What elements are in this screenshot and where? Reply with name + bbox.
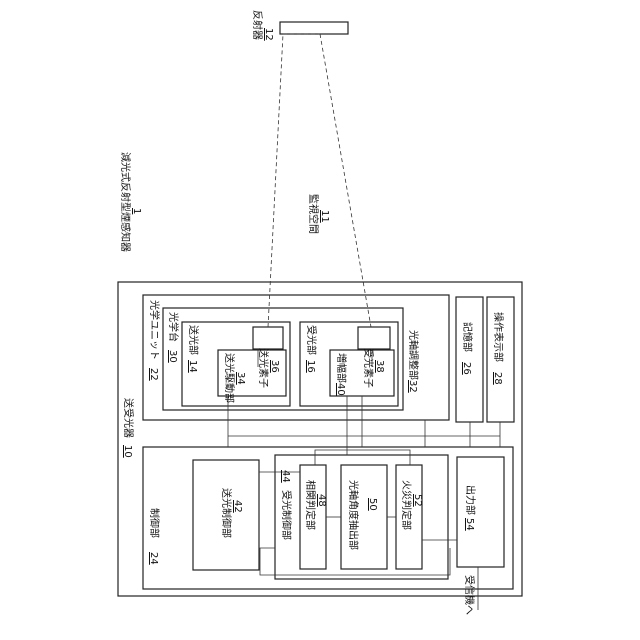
svg-text:増幅部: 増幅部: [335, 353, 348, 383]
reflector-label: 反射器 12: [251, 10, 274, 41]
angle-label: 光軸角度抽出部 50: [347, 480, 378, 550]
svg-text:14: 14: [187, 360, 198, 373]
panel-label: 操作表示部 28: [492, 312, 505, 385]
tx-label: 送光部 14: [187, 325, 200, 373]
svg-text:受光素子: 受光素子: [362, 348, 375, 388]
svg-text:24: 24: [148, 552, 159, 565]
beam-tx-out: [268, 34, 283, 327]
svg-text:光軸調整部: 光軸調整部: [407, 330, 420, 380]
svg-text:光軸角度抽出部: 光軸角度抽出部: [347, 480, 360, 550]
svg-text:38: 38: [374, 360, 385, 373]
rx-label: 受光部 16: [305, 325, 318, 373]
svg-text:11: 11: [319, 210, 330, 223]
svg-text:光学台: 光学台: [167, 312, 180, 342]
svg-text:受信機へ: 受信機へ: [463, 575, 476, 615]
svg-text:50: 50: [367, 498, 378, 511]
svg-text:54: 54: [464, 518, 475, 531]
amp-label: 増幅部 40: [335, 353, 348, 396]
svg-text:16: 16: [305, 360, 316, 373]
svg-text:光学ユニット: 光学ユニット: [148, 300, 161, 360]
svg-text:火災判定部: 火災判定部: [400, 480, 413, 530]
reflector-box: [280, 22, 348, 34]
tx-ctrl-label: 送光制御部 42: [220, 488, 243, 538]
title-label: 減光式反射型煙感知器 1: [119, 152, 142, 252]
svg-text:送光制御部: 送光制御部: [220, 488, 233, 538]
tx-elem-box: [253, 327, 283, 349]
svg-text:受光制御部: 受光制御部: [280, 490, 293, 540]
svg-text:監視空間: 監視空間: [307, 194, 320, 234]
rx-ctrl-label: 受光制御部 44: [280, 470, 293, 540]
svg-text:制御部: 制御部: [148, 508, 161, 538]
svg-text:22: 22: [148, 368, 159, 381]
svg-text:28: 28: [492, 372, 503, 385]
svg-text:送受光器: 送受光器: [122, 398, 135, 438]
svg-text:36: 36: [269, 360, 280, 373]
rx-elem-box: [358, 327, 390, 349]
corr-label: 相関判定部 48: [304, 480, 327, 530]
receiver-label: 受信機へ: [463, 575, 476, 615]
svg-text:出力部: 出力部: [464, 485, 477, 515]
svg-text:1: 1: [131, 208, 142, 214]
svg-text:42: 42: [232, 500, 243, 513]
svg-text:44: 44: [280, 470, 291, 483]
svg-text:減光式反射型煙感知器: 減光式反射型煙感知器: [119, 152, 132, 252]
axis-adj-label: 光軸調整部 32: [407, 330, 420, 393]
svg-text:相関判定部: 相関判定部: [304, 480, 317, 530]
svg-text:30: 30: [167, 350, 178, 363]
svg-text:12: 12: [263, 28, 274, 41]
control-label: 制御部 24: [148, 508, 161, 565]
svg-text:反射器: 反射器: [251, 10, 263, 40]
svg-text:40: 40: [335, 383, 346, 396]
svg-text:送光部: 送光部: [187, 325, 200, 355]
fire-label: 火災判定部 52: [400, 480, 423, 530]
beam-rx-in: [320, 34, 371, 327]
svg-text:送光駆動部: 送光駆動部: [223, 353, 236, 403]
svg-text:受光部: 受光部: [305, 325, 318, 355]
svg-text:48: 48: [316, 494, 327, 507]
svg-text:34: 34: [235, 372, 246, 385]
rx-elem-label: 受光素子 38: [362, 348, 385, 388]
memory-box: [456, 297, 483, 422]
wiring: [228, 349, 500, 610]
output-label: 出力部 54: [464, 485, 477, 531]
svg-text:52: 52: [412, 494, 423, 507]
svg-text:操作表示部: 操作表示部: [492, 312, 505, 362]
space-label: 監視空間 11: [307, 194, 330, 234]
svg-text:送光素子: 送光素子: [257, 348, 270, 388]
svg-text:記憶部: 記憶部: [461, 322, 474, 352]
transceiver-label: 送受光器 10: [122, 398, 135, 458]
svg-text:32: 32: [407, 380, 418, 393]
svg-text:26: 26: [461, 362, 472, 375]
svg-text:10: 10: [122, 445, 133, 458]
optical-bench-label: 光学台 30: [167, 312, 180, 363]
tx-elem-label: 送光素子 36: [257, 348, 280, 388]
memory-label: 記憶部 26: [461, 322, 474, 375]
optical-unit-label: 光学ユニット 22: [148, 300, 161, 381]
